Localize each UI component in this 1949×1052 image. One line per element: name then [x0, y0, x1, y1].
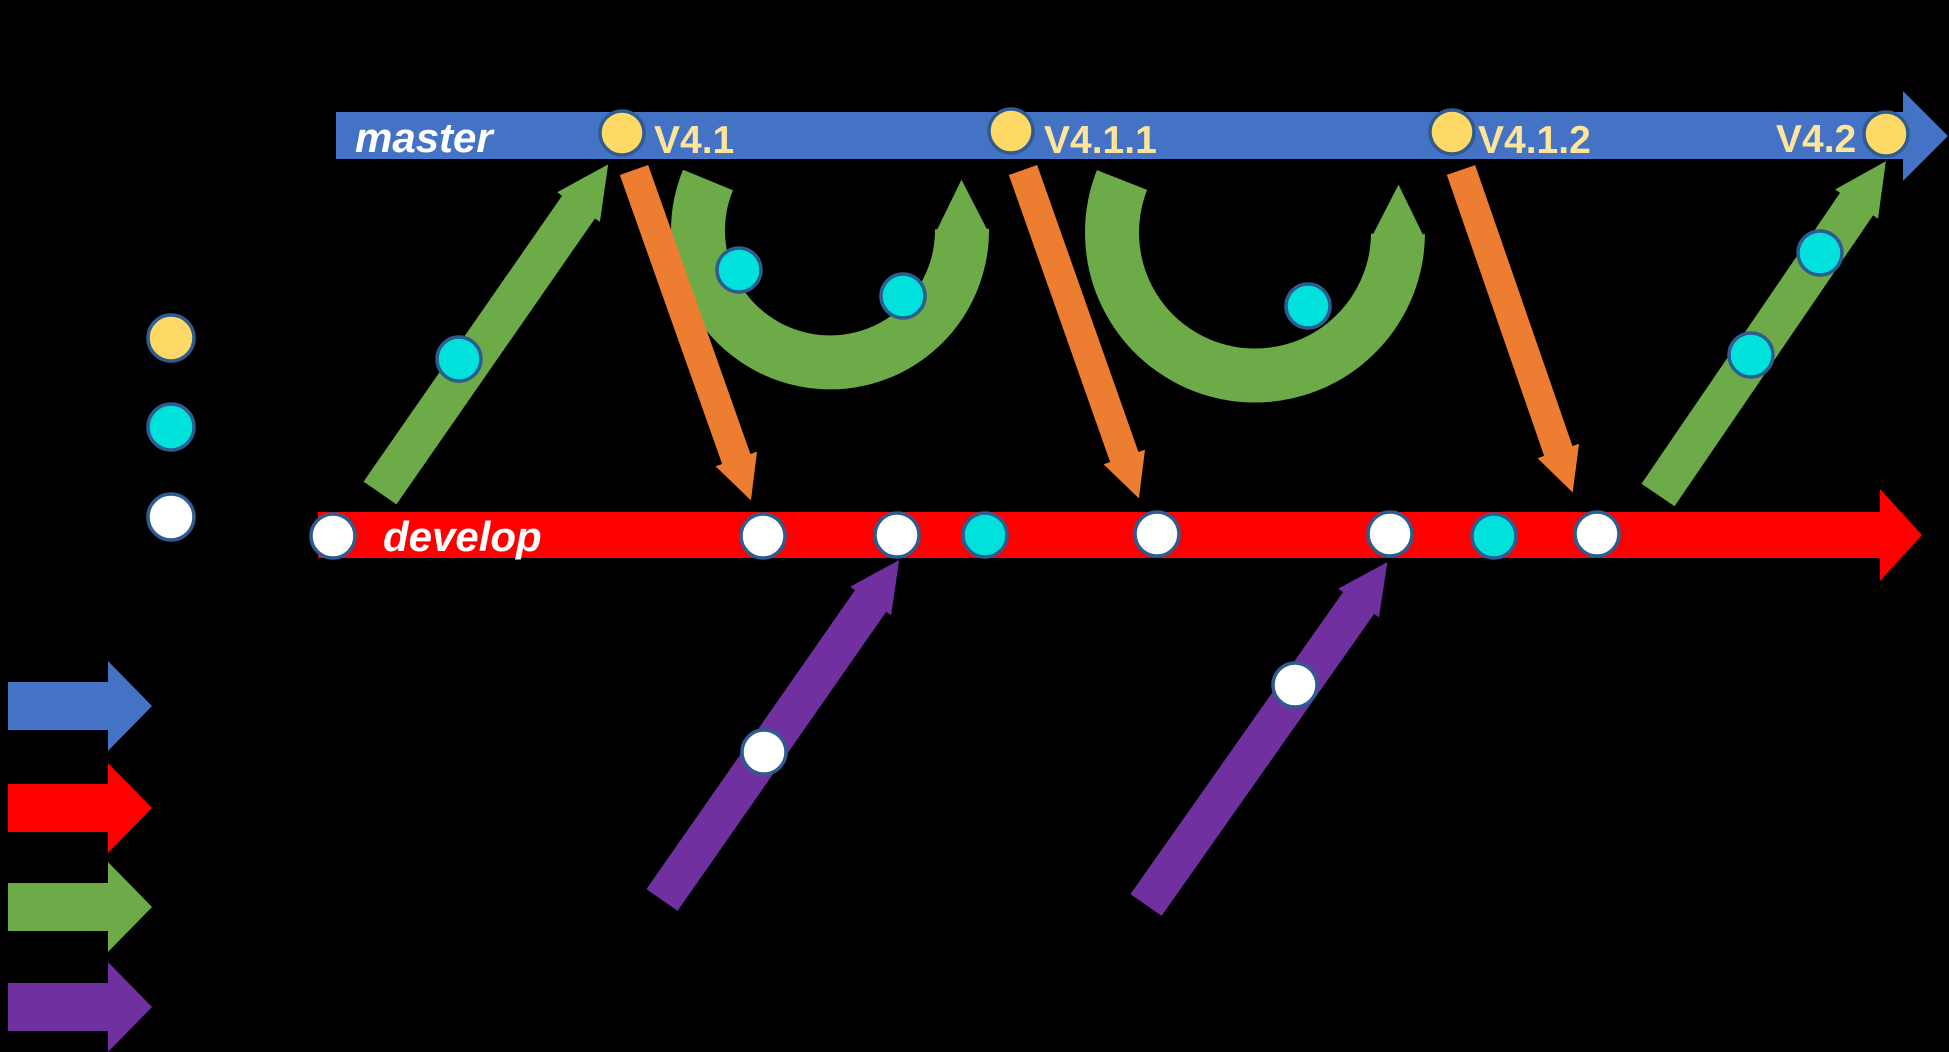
- tag-label-v411: V4.1.1: [1044, 119, 1157, 162]
- master-branch-bar: [336, 112, 1903, 159]
- legend-release-arrow: [8, 862, 152, 952]
- release-commit: [435, 335, 483, 383]
- develop-commit: [739, 512, 787, 560]
- hotfix-commit: [715, 246, 763, 294]
- legend-yellow-dot: [146, 313, 196, 363]
- develop-commit: [1366, 510, 1414, 558]
- legend-cyan-dot: [146, 402, 196, 452]
- backmerge-arrow-2: [1008, 165, 1146, 499]
- tag-label-v41: V4.1: [654, 119, 734, 162]
- backmerge-arrow-3: [1446, 165, 1580, 493]
- develop-commits: [309, 510, 1621, 560]
- develop-commit: [873, 511, 921, 559]
- hotfix-arc-v412: [1085, 170, 1425, 403]
- tag-commit-v42: [1862, 110, 1910, 158]
- tag-commit-v411: [987, 107, 1035, 155]
- develop-branch-arrowhead: [1880, 489, 1922, 581]
- tag-commit-v412: [1428, 108, 1476, 156]
- feature-commit: [740, 728, 788, 776]
- develop-branch-bar: [318, 512, 1880, 558]
- hotfix-arc-v411: [671, 169, 990, 390]
- tag-label-v412: V4.1.2: [1478, 119, 1591, 162]
- develop-commit: [1573, 510, 1621, 558]
- legend-commit-dots: [146, 313, 196, 542]
- release-commit: [1796, 229, 1844, 277]
- legend-branch-arrows: [8, 661, 152, 1052]
- feature-arrow-2: [1130, 562, 1388, 916]
- develop-commit: [1133, 510, 1181, 558]
- master-branch-label: master: [355, 114, 495, 161]
- backmerge-arrow-1: [619, 164, 758, 501]
- legend-feature-arrow: [8, 962, 152, 1052]
- tag-label-v42: V4.2: [1776, 118, 1856, 161]
- master-branch-line: [336, 91, 1948, 181]
- feature-commit: [1271, 661, 1319, 709]
- develop-commit: [309, 512, 357, 560]
- develop-branch-label: develop: [383, 513, 542, 560]
- develop-release-commit: [961, 511, 1009, 559]
- legend-white-dot: [146, 492, 196, 542]
- tag-commit-v41: [598, 109, 646, 157]
- hotfix-commit: [879, 272, 927, 320]
- legend-master-arrow: [8, 661, 152, 751]
- master-branch-arrowhead: [1903, 91, 1948, 181]
- master-tag-commits: [598, 107, 1910, 158]
- develop-release-commit: [1470, 512, 1518, 560]
- hotfix-commit: [1284, 282, 1332, 330]
- legend-develop-arrow: [8, 763, 152, 853]
- release-commit: [1727, 331, 1775, 379]
